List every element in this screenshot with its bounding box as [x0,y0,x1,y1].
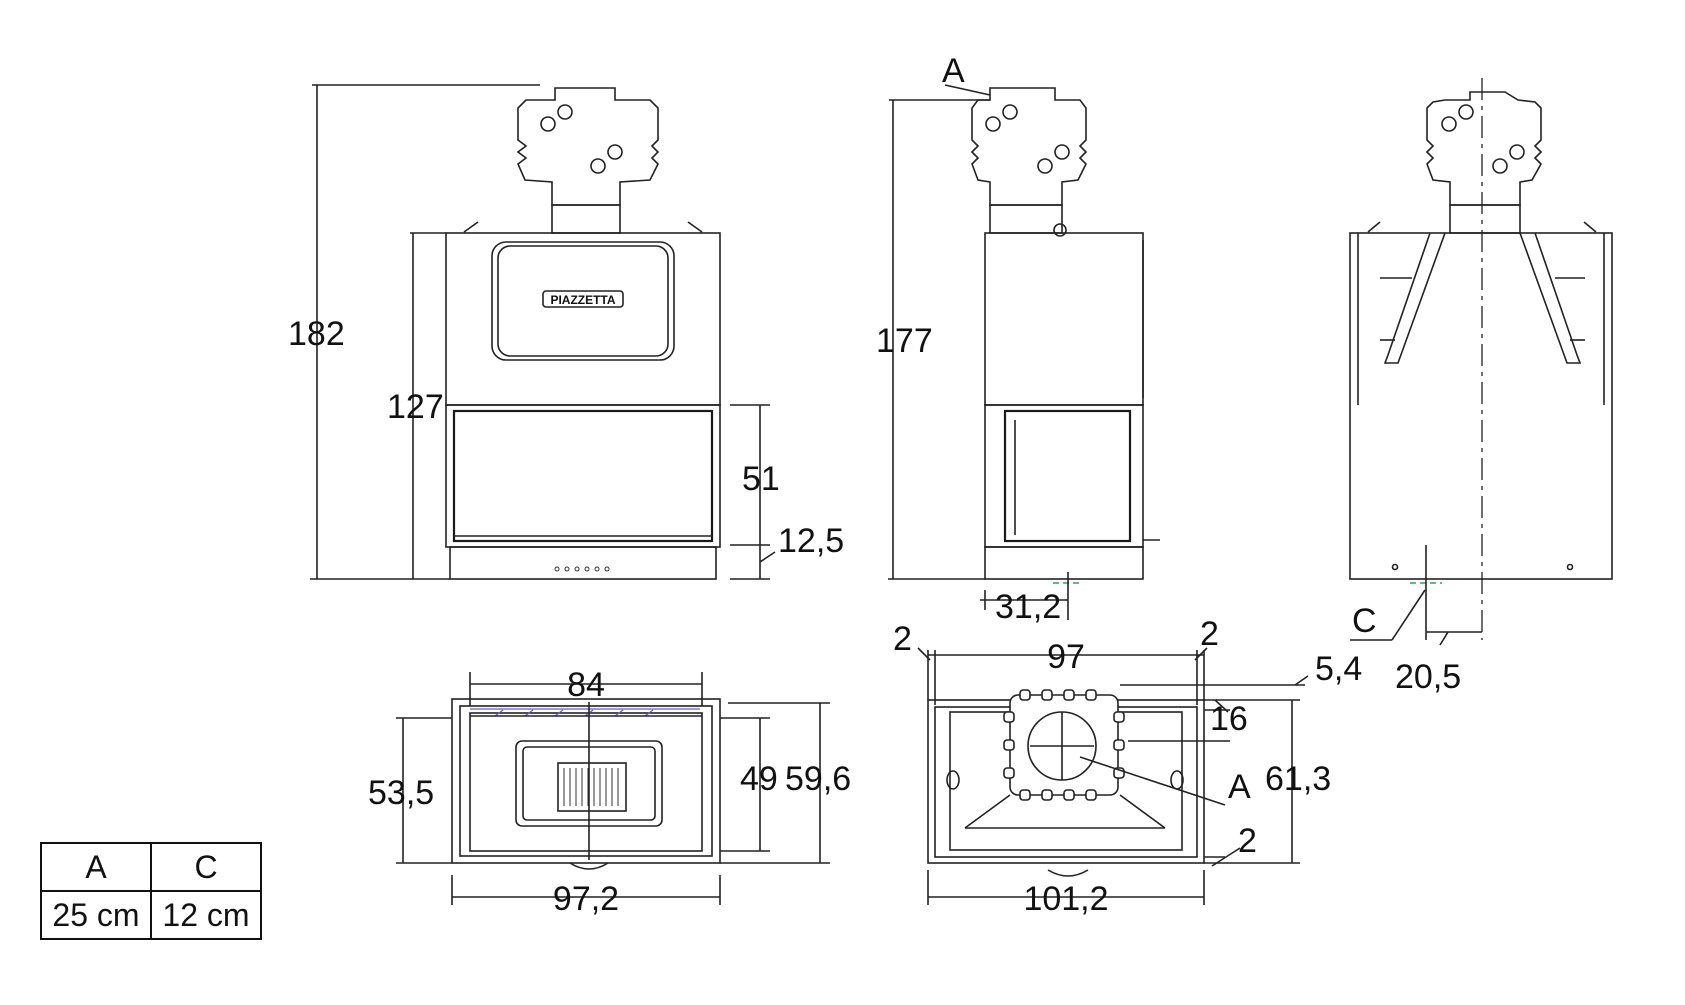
dim-top-right-right-margin: 2 [1200,615,1219,653]
dim-front-base-height: 12,5 [778,522,844,560]
front-view: PIAZZETTA [310,84,776,580]
label-top-right-a: A [1228,768,1251,806]
dim-top-right-collar: 16 [1210,700,1248,738]
top-view-right [917,647,1309,905]
label-side-a: A [942,52,965,90]
legend-header-a: A [40,842,152,892]
dim-front-total-height: 182 [288,315,345,353]
top-view-left [396,672,830,905]
dim-top-right-outer-width: 101,2 [1023,880,1108,918]
dim-top-right-bottom-margin: 2 [1238,822,1257,860]
dim-top-right-depth: 61,3 [1265,760,1331,798]
legend-value-row: 25 cm 12 cm [40,890,262,940]
dim-top-left-inner-depth: 49 [740,760,778,798]
legend-header-c: C [150,842,262,892]
dim-front-body-height: 127 [387,388,444,426]
dim-side-flue-offset: 31,2 [995,588,1061,626]
clearance-legend-table: A C 25 cm 12 cm [40,842,262,940]
dim-top-left-inner-width: 84 [567,666,605,704]
dim-rear-flue-offset: 20,5 [1395,658,1461,696]
dim-top-right-top-offset: 5,4 [1315,650,1362,688]
legend-header-row: A C [40,842,262,892]
dim-top-left-outer-width: 97,2 [553,880,619,918]
legend-value-a: 25 cm [40,890,152,940]
dim-front-opening-height: 51 [742,460,780,498]
legend-value-c: 12 cm [150,890,262,940]
side-view [888,84,1160,620]
rear-view [1349,78,1613,646]
label-rear-c: C [1352,602,1377,640]
logo-text: PIAZZETTA [550,293,615,307]
dim-top-right-width: 97 [1047,638,1085,676]
dim-top-left-depth: 53,5 [368,774,434,812]
dim-top-right-left-margin: 2 [893,620,912,658]
dim-top-left-total-depth: 59,6 [785,760,851,798]
dim-side-total-height: 177 [876,322,933,360]
